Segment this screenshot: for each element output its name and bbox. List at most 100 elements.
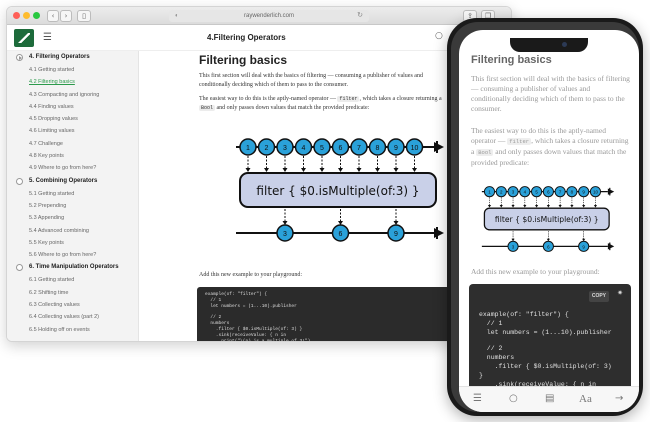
copy-button[interactable]: COPY — [588, 291, 609, 302]
phone-code-block: example(of: "filter") { // 1 let numbers… — [469, 284, 631, 412]
marble-label: 6 — [547, 190, 550, 195]
flow-arrow-head — [546, 205, 550, 208]
toc-item[interactable]: 6.1 Getting started — [29, 277, 75, 284]
toc-item[interactable]: 4.3 Compacting and ignoring — [29, 91, 100, 98]
phone-intro-paragraph: This first section will deal with the ba… — [471, 74, 630, 113]
operator-box — [483, 207, 610, 231]
marble-label: 2 — [265, 145, 269, 152]
toc-item[interactable]: 4.1 Getting started — [29, 67, 75, 73]
toc-item[interactable]: 5.4 Advanced combining — [29, 227, 89, 234]
filter-paragraph: The easiest way to do this is the aptly-… — [199, 96, 442, 111]
toc-item[interactable]: 4.8 Key points — [29, 153, 64, 160]
book-icon[interactable]: ▤ — [545, 393, 555, 404]
address-bar[interactable]: ◐ raywenderlich.com ↻ — [169, 10, 369, 22]
toc-item[interactable]: 4.5 Dropping values — [29, 116, 78, 123]
marble-label: 3 — [512, 244, 515, 249]
marble-label: 3 — [283, 231, 287, 238]
marble-label: 4 — [302, 145, 306, 152]
text-size-icon[interactable]: Aa — [579, 393, 592, 405]
intro-paragraph: This first section will deal with the ba… — [199, 73, 423, 88]
toc-item[interactable]: 4.7 Challenge — [29, 140, 63, 147]
toc-item[interactable]: 4.6 Limiting values — [29, 128, 75, 135]
marble-label: 9 — [394, 231, 398, 238]
code-line: } — [479, 371, 483, 379]
flow-arrow-head — [282, 168, 288, 172]
code-line: .filter { $0.isMultiple(of: 3) } — [205, 326, 303, 332]
marble-top — [566, 186, 578, 198]
flow-arrow-head — [582, 238, 586, 242]
gear-icon[interactable]: ✷ — [617, 289, 623, 297]
search-icon[interactable]: ○ — [435, 31, 443, 41]
flow-arrow-head — [558, 205, 562, 208]
code-block: example(of: "filter") { // 1 let numbers… — [197, 287, 449, 341]
flow-arrow-head — [356, 168, 362, 172]
zoom-window-button[interactable] — [33, 12, 40, 19]
code-line: example(of: "filter") { — [205, 292, 268, 297]
toc-item[interactable]: 5.2 Prepending — [29, 202, 67, 209]
flow-arrow-head — [393, 168, 399, 172]
toc-item[interactable]: 5.6 Where to go from here? — [29, 252, 97, 259]
marble-bottom — [331, 224, 350, 242]
code-line: // 1 — [479, 320, 503, 327]
marble-top — [589, 186, 602, 198]
phone-notch — [510, 38, 588, 52]
next-arrow-icon[interactable]: → — [615, 393, 624, 404]
code-line: // 2 — [479, 344, 503, 352]
flow-arrow-head — [570, 205, 574, 208]
marble-top — [294, 138, 313, 156]
raywenderlich-logo[interactable] — [14, 29, 34, 47]
flow-arrow-head — [264, 168, 269, 172]
marble-label: 10 — [411, 145, 419, 152]
toc-section[interactable]: 4. Filtering Operators — [7, 51, 138, 64]
phone-playground-instruction: Add this new example to your playground: — [471, 267, 600, 276]
back-icon[interactable]: ‹ — [47, 10, 59, 22]
code-line: .sink(receiveValue: { n in — [479, 380, 597, 388]
flow-arrow-head — [511, 238, 515, 242]
toc-item[interactable]: 5.3 Appending — [29, 215, 65, 222]
code-line: .sink(receiveValue: { n in — [205, 332, 287, 338]
operator-label: filter { $0.isMultiple(of:3) } — [495, 215, 599, 224]
marble-top — [350, 138, 368, 156]
marble-top — [313, 138, 331, 156]
flow-arrow-head — [319, 168, 325, 172]
toc-item[interactable]: 5.1 Getting started — [29, 190, 75, 197]
operator-box — [239, 172, 437, 208]
toc-item[interactable]: 6.5 Holding off on events — [29, 326, 90, 333]
sidebar-toggle-icon[interactable]: ▯ — [77, 10, 91, 22]
list-icon[interactable]: ☰ — [473, 393, 482, 404]
toc-item[interactable]: 4.9 Where to go from here? — [29, 165, 97, 172]
toc-section[interactable]: 5. Combining Operators — [7, 175, 138, 188]
marble-label: 10 — [593, 190, 598, 195]
toc-item[interactable]: 6.3 Collecting values — [29, 302, 80, 309]
inline-code: Bool — [476, 149, 494, 156]
marble-bottom — [276, 224, 294, 242]
toc-item[interactable]: 4.2 Filtering basics — [29, 79, 75, 86]
flow-arrow-head — [301, 168, 306, 172]
operator-label: filter { $0.isMultiple(of:3) } — [256, 184, 419, 198]
toc-item[interactable]: 4.4 Finding values — [29, 103, 74, 110]
inline-code: Bool — [199, 105, 216, 111]
forward-icon[interactable]: › — [60, 10, 72, 22]
toc-section-title: 6. Time Manipulation Operators — [29, 264, 119, 271]
marble-top — [554, 186, 566, 198]
toc-section[interactable]: 6. Time Manipulation Operators — [7, 261, 138, 274]
marble-bottom — [542, 240, 554, 252]
flow-arrow-head — [282, 221, 288, 225]
toc-item[interactable]: 5.5 Key points — [29, 239, 64, 246]
flow-arrow-head — [338, 221, 343, 225]
list-icon[interactable]: ☰ — [43, 32, 52, 43]
toc-item[interactable]: 6.2 Shifting time — [29, 289, 69, 296]
toc-section-title: 5. Combining Operators — [29, 177, 98, 184]
close-window-button[interactable] — [13, 12, 20, 19]
marble-bottom — [387, 224, 405, 242]
minimize-window-button[interactable] — [23, 12, 30, 19]
search-icon[interactable]: ○ — [509, 393, 518, 404]
toc-item[interactable]: 6.4 Collecting values (part 2) — [29, 314, 100, 321]
code-line: numbers — [479, 353, 515, 361]
arrow-head-icon — [434, 228, 444, 238]
marble-label: 6 — [339, 145, 343, 152]
phone-page-title: Filtering basics — [471, 54, 552, 66]
reload-icon[interactable]: ↻ — [357, 12, 363, 19]
